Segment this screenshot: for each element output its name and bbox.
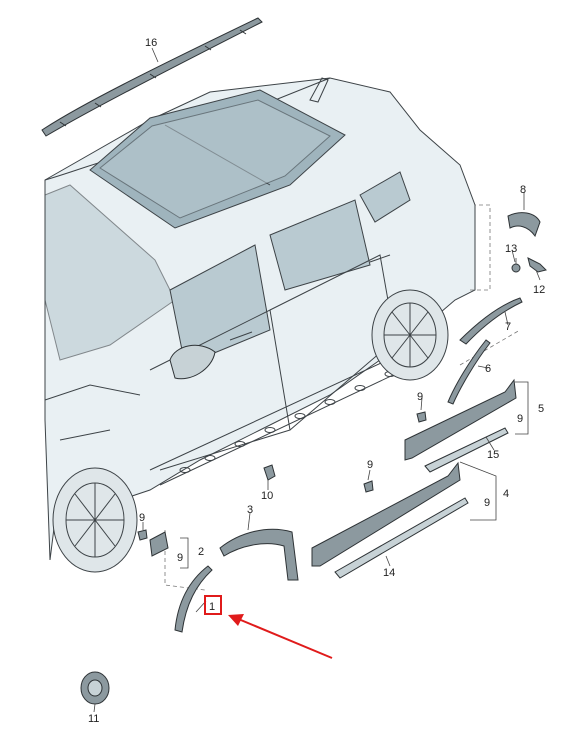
part-3 — [219, 528, 299, 581]
part-1 — [174, 565, 213, 633]
callout-5: 5 — [538, 403, 544, 415]
callout-10: 10 — [261, 490, 273, 502]
callout-2: 2 — [198, 546, 204, 558]
callout-7: 7 — [505, 321, 511, 333]
callout-1: 1 — [209, 601, 215, 613]
callout-9-b: 9 — [517, 413, 523, 425]
callout-4: 4 — [503, 488, 509, 500]
part-8 — [507, 212, 541, 238]
roof-rail-part-16 — [41, 17, 263, 137]
part-7 — [459, 297, 523, 345]
tape-roll-part-11 — [80, 671, 110, 705]
part-12 — [527, 257, 547, 273]
rear-wheel — [52, 467, 138, 573]
callout-13: 13 — [505, 243, 517, 255]
screw-part-13 — [511, 258, 521, 273]
part-6 — [447, 339, 491, 405]
callout-3: 3 — [247, 504, 253, 516]
callout-9-a: 9 — [417, 391, 423, 403]
callout-12: 12 — [533, 284, 545, 296]
quarter-window — [359, 171, 411, 223]
part-5-panel — [404, 378, 517, 461]
callout-15: 15 — [487, 449, 499, 461]
rear-side-window — [269, 199, 371, 291]
callout-16: 16 — [145, 37, 157, 49]
part-10 — [263, 464, 276, 481]
callout-8: 8 — [520, 184, 526, 196]
callout-11: 11 — [88, 713, 99, 725]
callout-14: 14 — [383, 567, 395, 579]
callout-9-e: 9 — [139, 512, 145, 524]
highlight-arrow — [228, 614, 333, 659]
clip-9-b — [363, 480, 374, 493]
callout-9-c: 9 — [367, 459, 373, 471]
part-2 — [149, 531, 169, 557]
car-body — [44, 77, 476, 561]
part-4-panel — [311, 461, 461, 567]
clip-9-a — [416, 411, 427, 423]
side-mirror — [169, 344, 216, 380]
front-wheel — [371, 289, 449, 381]
callout-9-f: 9 — [177, 552, 183, 564]
clip-9-c — [137, 529, 148, 541]
callout-6: 6 — [485, 363, 491, 375]
assembly-boundary — [164, 204, 521, 591]
callout-9-d: 9 — [484, 497, 490, 509]
highlight-box — [204, 595, 222, 615]
part-14 — [334, 497, 469, 579]
